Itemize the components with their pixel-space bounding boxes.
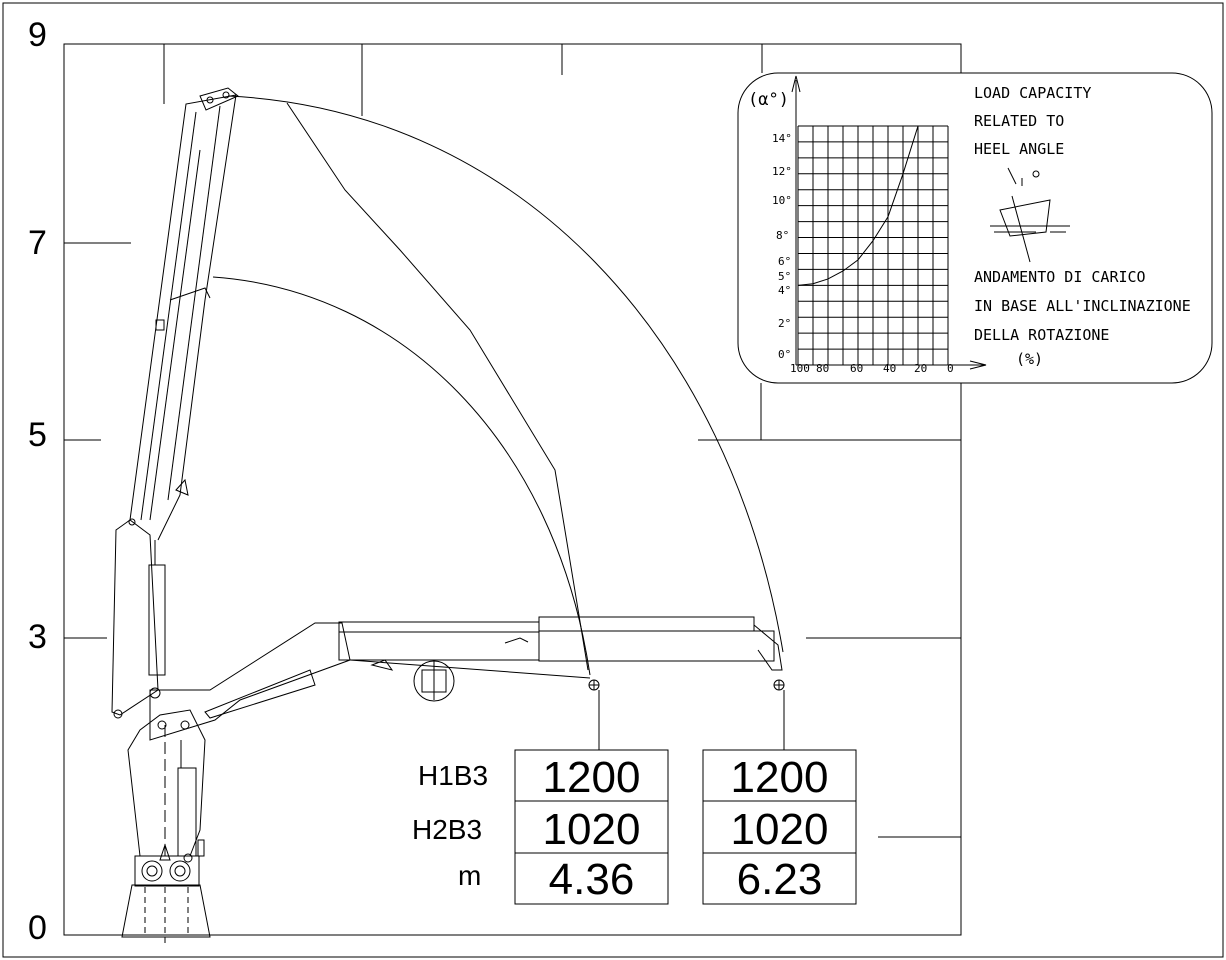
y-tick-3: 3 [28,618,47,656]
cell-col2-h1b3: 1200 [730,753,829,802]
crane-base [121,855,211,945]
capacity-table-frame [514,749,857,905]
main-boom [111,87,239,719]
row-label-m: m [458,860,482,891]
reach-arcs [212,95,784,676]
inset-title-en-1: LOAD CAPACITY [974,84,1092,102]
inset-title-en-3: HEEL ANGLE [974,140,1065,158]
cell-col2-h2b3: 1020 [730,805,829,854]
y-tick-7: 7 [28,224,47,262]
inset-y-tick-6: 6° [778,255,792,268]
inset-x-tick-40: 40 [883,362,897,375]
cell-col2-m: 6.23 [736,855,823,904]
inset-panel [737,72,1213,384]
inset-title-it-2: IN BASE ALL'INCLINAZIONE [974,297,1191,315]
inset-series-line [797,125,919,286]
inset-x-tick-0: 0 [947,362,954,375]
plot-grid [63,43,962,936]
cell-col1-h1b3: 1200 [542,753,641,802]
y-tick-0: 0 [28,909,47,947]
inset-title-it-3: DELLA ROTAZIONE [974,326,1110,344]
inset-y-tick-2: 2° [778,317,792,330]
inset-axis-symbol: (α°) [748,90,789,110]
inset-title-it-1: ANDAMENTO DI CARICO [974,268,1146,286]
hook-points [588,679,785,750]
inset-y-tick-5: 5° [778,270,792,283]
y-tick-9: 9 [28,16,47,54]
row-label-h2b3: H2B3 [412,814,483,845]
jib-boom [149,616,783,741]
inset-y-tick-8: 8° [776,229,790,242]
y-tick-5: 5 [28,416,47,454]
inset-y-tick-10: 10° [772,194,792,207]
inset-curve [797,125,919,286]
heel-angle-mark: α° [1026,165,1039,176]
inset-y-tick-12: 12° [772,165,792,178]
inset-x-tick-80: 80 [816,362,830,375]
inset-y-tick-14: 14° [772,132,792,145]
inset-grid [797,125,949,366]
inset-x-tick-20: 20 [914,362,928,375]
inset-unit-label: (%) [1016,350,1044,368]
crane-column [127,709,206,863]
cell-col1-m: 4.36 [548,855,635,904]
inset-title-en-2: RELATED TO [974,112,1065,130]
inset-y-tick-0: 0° [778,348,792,361]
heel-angle-icon [990,167,1070,263]
inset-y-tick-4: 4° [778,284,792,297]
cell-col1-h2b3: 1020 [542,805,641,854]
inset-axes [791,75,987,370]
inset-x-tick-60: 60 [850,362,864,375]
row-label-h1b3: H1B3 [418,760,489,791]
inset-x-tick-100: 100 [790,362,810,375]
